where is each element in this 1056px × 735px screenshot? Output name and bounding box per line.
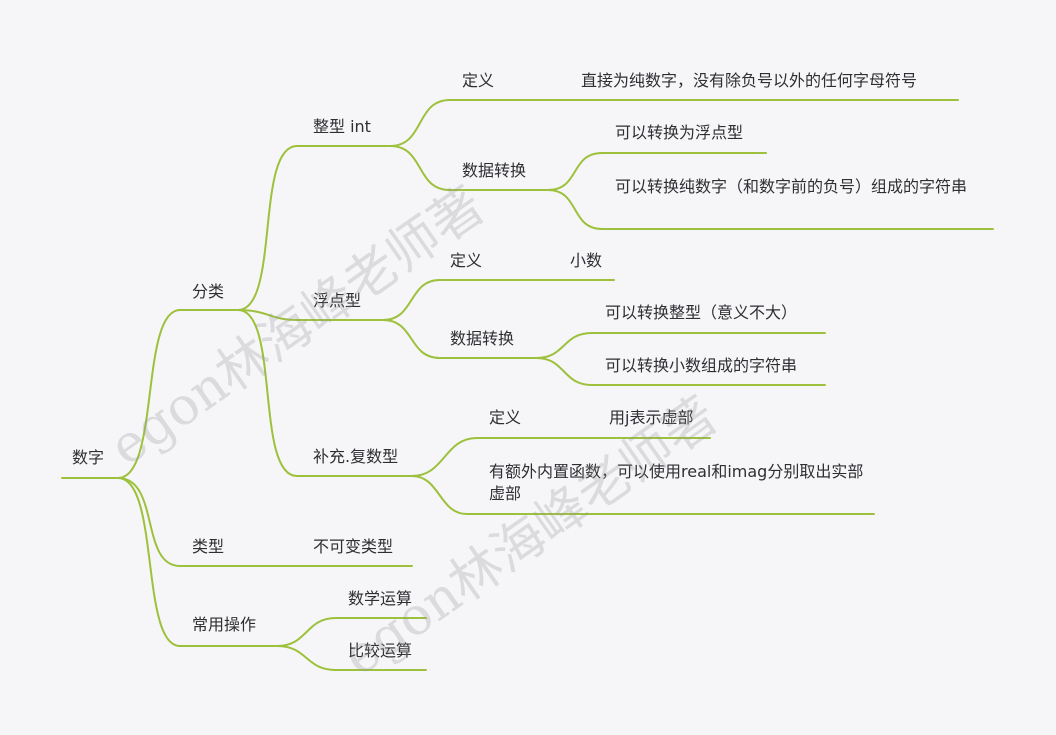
connector-root-ops xyxy=(117,477,181,647)
connector-float-def xyxy=(382,279,441,321)
node-ops-2[interactable]: 比较运算 xyxy=(348,641,413,660)
node-int-conv-1[interactable]: 可以转换为浮点型 xyxy=(615,123,744,142)
connector-int-def xyxy=(389,99,451,147)
connector-complex-def xyxy=(411,437,478,477)
node-int-conv[interactable]: 数据转换 xyxy=(462,161,527,180)
node-float-conv-1[interactable]: 可以转换整型（意义不大） xyxy=(605,303,798,322)
node-ops[interactable]: 常用操作 xyxy=(192,615,257,634)
node-complex-extra[interactable]: 有额外内置函数，可以使用real和imag分别取出实部虚部 xyxy=(489,462,864,503)
connector-int-conv-2 xyxy=(547,189,603,230)
node-float-def-label[interactable]: 定义 xyxy=(450,251,483,270)
connector-float-conv-1 xyxy=(535,332,593,359)
node-int[interactable]: 整型 int xyxy=(313,117,371,136)
node-root[interactable]: 数字 xyxy=(72,448,105,467)
node-complex[interactable]: 补充.复数型 xyxy=(313,447,399,466)
connector-int-conv-1 xyxy=(547,152,603,191)
node-type-value[interactable]: 不可变类型 xyxy=(313,537,394,556)
connector-classify-complex xyxy=(237,309,298,477)
connector-float-conv xyxy=(382,319,441,359)
node-float-conv[interactable]: 数据转换 xyxy=(450,329,515,348)
node-int-def-text[interactable]: 直接为纯数字，没有除负号以外的任何字母符号 xyxy=(581,71,918,90)
node-float-conv-2[interactable]: 可以转换小数组成的字符串 xyxy=(605,356,798,375)
node-ops-1[interactable]: 数学运算 xyxy=(348,589,413,608)
node-complex-def-label[interactable]: 定义 xyxy=(489,408,522,427)
connector-float-conv-2 xyxy=(535,357,593,386)
node-int-def-label[interactable]: 定义 xyxy=(462,71,495,90)
connector-int-conv xyxy=(389,145,451,191)
connector-classify-float xyxy=(237,309,298,321)
connector-root-classify xyxy=(117,309,181,479)
node-float[interactable]: 浮点型 xyxy=(313,291,362,310)
node-classify[interactable]: 分类 xyxy=(192,282,225,301)
node-float-def-text[interactable]: 小数 xyxy=(570,251,603,270)
node-int-conv-2[interactable]: 可以转换纯数字（和数字前的负号）组成的字符串 xyxy=(615,177,968,196)
connector-ops-1 xyxy=(276,617,337,647)
connector-classify-int xyxy=(237,145,298,311)
node-type[interactable]: 类型 xyxy=(192,537,225,556)
connector-root-type xyxy=(117,477,181,567)
node-complex-def-text[interactable]: 用j表示虚部 xyxy=(609,408,694,427)
connector-complex-extra xyxy=(411,475,468,515)
connector-ops-2 xyxy=(276,645,337,671)
